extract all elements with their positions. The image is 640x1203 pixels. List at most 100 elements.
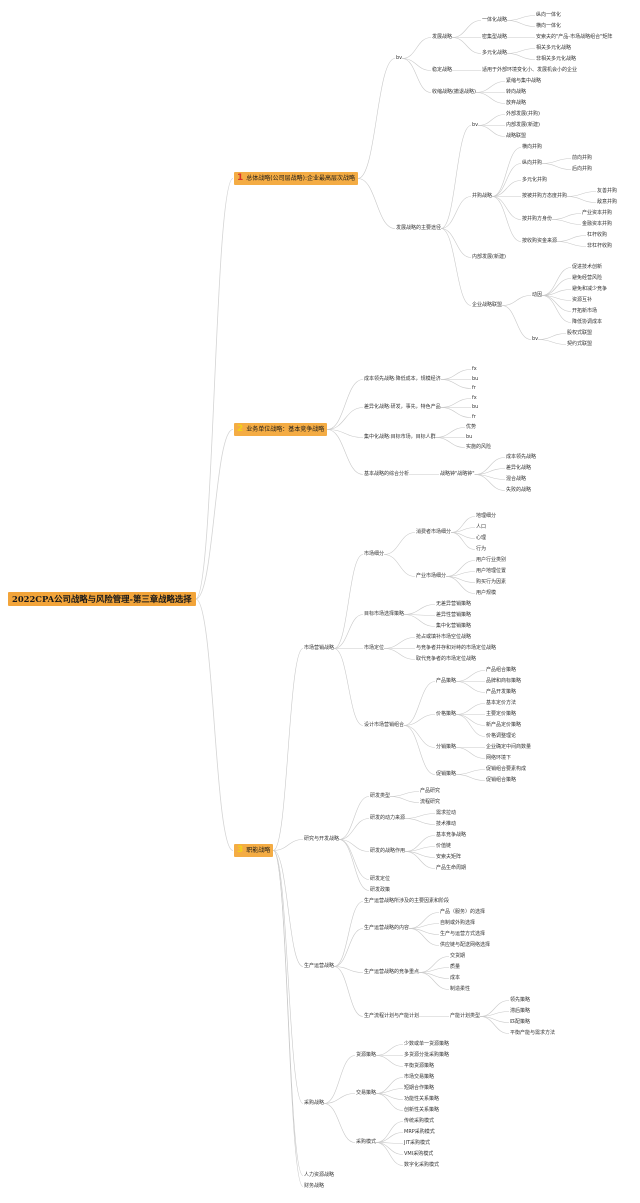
node-jihua[interactable]: 生产流程计划与产能计划	[364, 1013, 420, 1019]
node-bv-2[interactable]: bv	[472, 122, 479, 128]
node-gongying-2[interactable]: 多货源分批采购策略	[404, 1052, 450, 1058]
node-leixing-2[interactable]: 流程研究	[420, 799, 441, 805]
node-xiaofei[interactable]: 消费者市场细分	[416, 529, 452, 535]
node-qiyue[interactable]: 契约式联盟	[567, 341, 593, 347]
node-k5[interactable]: bu	[472, 404, 479, 410]
node-qianxiang[interactable]: 前向并购	[572, 155, 593, 161]
node-dongyin-3[interactable]: 避免和减少竞争	[572, 286, 608, 292]
node-jingzheng-2[interactable]: 质量	[450, 964, 461, 970]
node-xiaofei-3[interactable]: 心理	[476, 535, 487, 541]
node-cuxiao-1[interactable]: 促销组合要素构成	[486, 766, 527, 772]
node-guquan[interactable]: 股权式联盟	[567, 330, 593, 336]
node-dingwei-3[interactable]: 取代竞争者的市场定位战略	[416, 656, 477, 662]
node-anshao[interactable]: 安索夫的"产品-市场战略组合"矩阵	[536, 34, 613, 40]
node-nengli[interactable]: 产能计划类型	[450, 1013, 481, 1019]
node-wending-desc[interactable]: 适用于外部环境变化小、发展机会小的企业	[482, 67, 578, 73]
node-dingwei[interactable]: 市场定位	[364, 645, 385, 651]
node-xiaofei-4[interactable]: 行为	[476, 546, 487, 552]
node-leixing-1[interactable]: 产品研究	[420, 788, 441, 794]
node-moshi-3[interactable]: JIT采购模式	[404, 1140, 431, 1146]
node-chanpin-2[interactable]: 品牌和商标策略	[486, 678, 522, 684]
node-k6[interactable]: fr	[472, 414, 476, 420]
node-chanpin-3[interactable]: 产品开发策略	[486, 689, 517, 695]
node-moshi-4[interactable]: VMI采购模式	[404, 1151, 434, 1157]
node-jiage[interactable]: 价格策略	[436, 711, 457, 717]
node-binggou[interactable]: 并购战略	[472, 193, 493, 199]
node-feixiangguan[interactable]: 非相关多元化战略	[536, 56, 577, 62]
node-nengli-4[interactable]: 平衡产能与需求方法	[510, 1030, 556, 1036]
node-chanpin-1[interactable]: 产品组合策略	[486, 667, 517, 673]
node-zhanlve-zhong[interactable]: 战略钟"战略钟"	[440, 471, 475, 477]
node-jiage-2[interactable]: 主要定价策略	[486, 711, 517, 717]
node-jizhong[interactable]: 集中化战略:目标市场，目标人群	[364, 434, 436, 440]
node-shichang[interactable]: 市场营销战略	[304, 645, 335, 651]
node-k2[interactable]: bu	[472, 376, 479, 382]
node-jingzheng-3[interactable]: 成本	[450, 975, 461, 981]
node-renli[interactable]: 人力资源战略	[304, 1172, 335, 1178]
node-chanye-1[interactable]: 用户行业类别	[476, 557, 507, 563]
node-jiaoyi-1[interactable]: 市场交易策略	[404, 1074, 435, 1080]
node-feiganggan[interactable]: 非杠杆收购	[587, 243, 613, 249]
node-moshi-2[interactable]: MRP采购模式	[404, 1129, 435, 1135]
node-mifeng[interactable]: 密集型战略	[482, 34, 508, 40]
root-node[interactable]: 2022CPA公司战略与风险管理-第三章战略选择	[8, 592, 196, 606]
node-qiye-lianmeng[interactable]: 企业战略联盟	[472, 302, 503, 308]
node-cuxiao-2[interactable]: 促销组合策略	[486, 777, 517, 783]
node-wending[interactable]: 稳定战略	[432, 67, 453, 73]
node-youshan[interactable]: 友善并购	[597, 188, 618, 194]
node-hengxiang[interactable]: 横向一体化	[536, 23, 562, 29]
node-gongying-1[interactable]: 少数或单一货源策略	[404, 1041, 450, 1047]
node-zijin[interactable]: 按收购资金来源	[522, 238, 558, 244]
node-shengchan-1[interactable]: 生产运营战略所涉及的主要因素和阶段	[364, 898, 450, 904]
node-moshi-1[interactable]: 传统采购模式	[404, 1118, 435, 1124]
node-zuoyong-4[interactable]: 产品生命周期	[436, 865, 467, 871]
node-youshi[interactable]: 优势	[466, 424, 477, 430]
node-nengli-3[interactable]: 匹配策略	[510, 1019, 531, 1025]
node-dongyin-5[interactable]: 开拓新市场	[572, 308, 598, 314]
node-k3[interactable]: fr	[472, 385, 476, 391]
node-jingzheng-1[interactable]: 交货期	[450, 953, 466, 959]
node-cuxiao[interactable]: 促销策略	[436, 771, 457, 777]
node-leixing[interactable]: 研发类型	[370, 793, 391, 799]
node-dongli[interactable]: 研发的动力来源	[370, 815, 406, 821]
node-jiage-4[interactable]: 价格调整理论	[486, 733, 517, 739]
node-waibu[interactable]: 外部发展(并购)	[506, 111, 540, 117]
node-sheji[interactable]: 设计市场营销组合	[364, 722, 405, 728]
node-chanpin[interactable]: 产品策略	[436, 678, 457, 684]
node-zhuanxiang[interactable]: 转向战略	[506, 89, 527, 95]
node-jiaoyi-2[interactable]: 短期合作策略	[404, 1085, 435, 1091]
node-nengli-1[interactable]: 领先策略	[510, 997, 531, 1003]
node-mubiao-1[interactable]: 无差异营销策略	[436, 601, 472, 607]
node-yanfa[interactable]: 研究与开发战略	[304, 836, 340, 842]
node-mubiao[interactable]: 目标市场选择策略	[364, 611, 405, 617]
node-neirong-1[interactable]: 产品（服务）的选择	[440, 909, 486, 915]
node-fenxiao[interactable]: 分销策略	[436, 744, 457, 750]
node-duoyuan[interactable]: 多元化战略	[482, 50, 508, 56]
node-jingzheng[interactable]: 生产运营战略的竞争重点	[364, 969, 420, 975]
node-dongli-1[interactable]: 需求拉动	[436, 810, 457, 816]
node-zhong-1[interactable]: 成本领先战略	[506, 454, 537, 460]
node-dongyin-6[interactable]: 降低协调成本	[572, 319, 603, 325]
node-neirong-3[interactable]: 生产与运营方式选择	[440, 931, 486, 937]
node-caiwu[interactable]: 财务战略	[304, 1183, 325, 1189]
node-dongyin-2[interactable]: 避免经营风险	[572, 275, 603, 281]
node-mubiao-2[interactable]: 差异性营销策略	[436, 612, 472, 618]
node-dongyin[interactable]: 动因	[532, 292, 543, 298]
node-nengli-2[interactable]: 滞后策略	[510, 1008, 531, 1014]
node-zuoyong-3[interactable]: 安索夫矩阵	[436, 854, 462, 860]
node-houxiang[interactable]: 后向并购	[572, 166, 593, 172]
node-caigou[interactable]: 采购战略	[304, 1100, 325, 1106]
node-zuoyong-2[interactable]: 价值链	[436, 843, 452, 849]
node-chanye-3[interactable]: 购买行为因素	[476, 579, 507, 585]
node-neirong-2[interactable]: 自制或外购选择	[440, 920, 476, 926]
node-jinsuo[interactable]: 紧缩与集中战略	[506, 78, 542, 84]
node-bv-1[interactable]: bv	[396, 55, 403, 61]
node-dingwei-1[interactable]: 抢占或填补市场空位战略	[416, 634, 472, 640]
node-chanye-4[interactable]: 用户规模	[476, 590, 497, 596]
node-zuoyong-1[interactable]: 基本竞争战略	[436, 832, 467, 838]
node-taidu[interactable]: 按被并购方态度并购	[522, 193, 568, 199]
node-zhengce[interactable]: 研发政策	[370, 887, 391, 893]
node-dongyin-4[interactable]: 资源互补	[572, 297, 593, 303]
